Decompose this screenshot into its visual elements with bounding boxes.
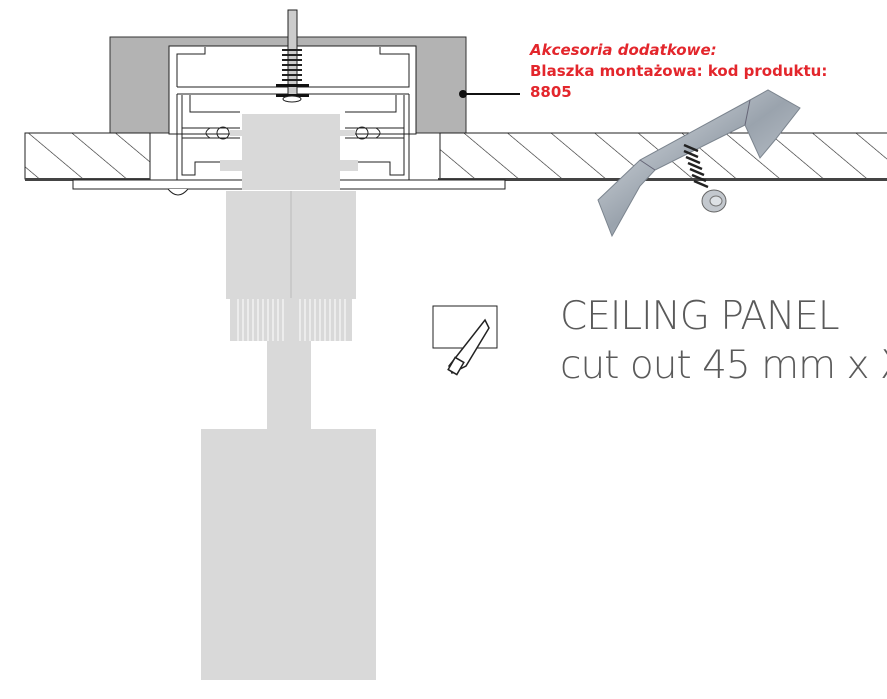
ceiling-panel-left bbox=[24, 132, 151, 181]
threaded-rod bbox=[276, 9, 309, 103]
light-fixture bbox=[201, 114, 376, 680]
accessories-heading: Akcesoria dodatkowe: bbox=[530, 41, 717, 59]
cutout-dimension: cut out 45 mm x X bbox=[560, 343, 887, 388]
bracket-label: Blaszka montażowa: kod produktu: bbox=[530, 62, 828, 80]
ceiling-panel-title: CEILING PANEL bbox=[560, 294, 840, 339]
saw-icon bbox=[432, 305, 498, 376]
product-code: 8805 bbox=[530, 83, 572, 101]
cooling-fins bbox=[237, 299, 346, 341]
mounting-bracket-image bbox=[597, 89, 801, 238]
leader-line bbox=[459, 90, 520, 98]
